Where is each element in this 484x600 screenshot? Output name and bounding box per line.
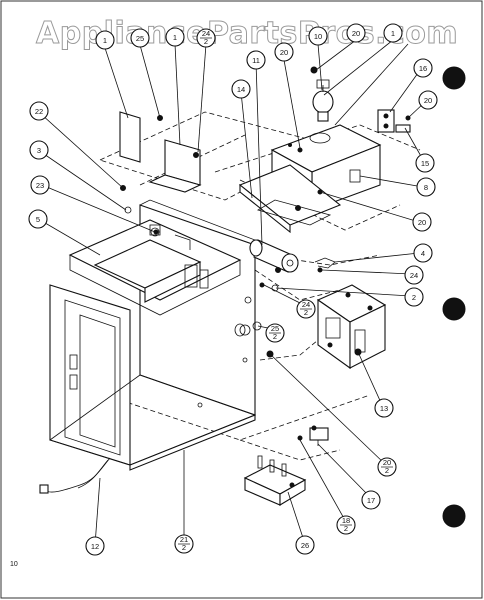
callout-10: 10 — [308, 26, 328, 46]
callout-1-lamp: 1 — [383, 23, 403, 43]
page-number: 10 — [10, 561, 18, 568]
part-lamp-bulb — [310, 66, 334, 122]
svg-text:14: 14 — [237, 85, 245, 94]
svg-text:5: 5 — [36, 215, 40, 224]
svg-text:12: 12 — [91, 542, 99, 551]
callout-23: 23 — [30, 175, 50, 195]
registration-dot-bottom — [442, 504, 466, 528]
svg-text:1: 1 — [103, 36, 107, 45]
callout-3: 3 — [29, 140, 49, 160]
callout-20-switch: 20 — [418, 90, 438, 110]
svg-text:24: 24 — [410, 271, 418, 280]
svg-text:2: 2 — [385, 466, 389, 475]
part-transformer — [316, 284, 387, 370]
callout-21-over-2: 21 2 — [174, 534, 194, 554]
callout-11: 11 — [246, 50, 266, 70]
callout-26: 26 — [295, 535, 315, 555]
callout-25-over-2: 25 2 — [265, 323, 285, 343]
callout-20-tray: 20 — [412, 212, 432, 232]
svg-text:2: 2 — [204, 37, 208, 46]
svg-text:22: 22 — [35, 107, 43, 116]
svg-text:21: 21 — [180, 535, 188, 544]
svg-text:16: 16 — [419, 64, 427, 73]
callout-20-top: 20 — [346, 23, 366, 43]
svg-text:18: 18 — [342, 516, 350, 525]
svg-text:20: 20 — [352, 29, 360, 38]
cabinet-housing — [49, 199, 257, 471]
leader-lines — [39, 39, 425, 546]
registration-dot-top — [442, 66, 466, 90]
svg-text:2: 2 — [182, 543, 186, 552]
callout-12: 12 — [85, 536, 105, 556]
callout-15: 15 — [415, 153, 435, 173]
callout-14: 14 — [231, 79, 251, 99]
svg-text:13: 13 — [380, 404, 388, 413]
callout-13: 13 — [374, 398, 394, 418]
callout-2: 2 — [404, 287, 424, 307]
svg-text:23: 23 — [36, 181, 44, 190]
registration-dot-middle — [442, 297, 466, 321]
callout-24-over-2-top: 24 2 — [196, 28, 216, 48]
callout-1: 1 — [95, 30, 115, 50]
part-capacitor — [249, 239, 299, 273]
callout-24-over-2-mid: 24 2 — [296, 299, 316, 319]
svg-text:24: 24 — [202, 29, 210, 38]
svg-text:2: 2 — [273, 332, 277, 341]
svg-text:20: 20 — [280, 48, 288, 57]
callout-5: 5 — [28, 209, 48, 229]
part-bracket-top-left — [119, 111, 141, 163]
svg-text:20: 20 — [418, 218, 426, 227]
callout-4: 4 — [413, 243, 433, 263]
svg-text:2: 2 — [412, 293, 416, 302]
callout-1-bracket: 1 — [165, 27, 185, 47]
part-l-bracket — [148, 139, 202, 193]
svg-text:2: 2 — [304, 308, 308, 317]
svg-text:2: 2 — [344, 524, 348, 533]
callout-8: 8 — [416, 177, 436, 197]
callout-20-housing: 20 — [274, 42, 294, 62]
callout-24-clip: 24 — [404, 265, 424, 285]
svg-text:11: 11 — [252, 56, 260, 65]
callout-16: 16 — [413, 58, 433, 78]
part-terminal-block — [243, 455, 307, 506]
callout-22: 22 — [29, 101, 49, 121]
part-small-switch — [297, 425, 329, 446]
svg-text:4: 4 — [421, 249, 425, 258]
svg-text:20: 20 — [424, 96, 432, 105]
svg-text:26: 26 — [301, 541, 309, 550]
svg-text:25: 25 — [136, 34, 144, 43]
svg-text:1: 1 — [173, 33, 177, 42]
svg-text:17: 17 — [367, 496, 375, 505]
part-tray-bracket — [238, 164, 342, 234]
svg-text:3: 3 — [37, 146, 41, 155]
callout-17: 17 — [361, 490, 381, 510]
svg-text:20: 20 — [383, 458, 391, 467]
callout-25: 25 — [130, 28, 150, 48]
svg-text:1: 1 — [391, 29, 395, 38]
svg-text:10: 10 — [314, 32, 322, 41]
callout-20-over-2: 20 2 — [377, 457, 397, 477]
svg-text:25: 25 — [271, 324, 279, 333]
svg-text:15: 15 — [421, 159, 429, 168]
part-power-cord — [39, 457, 111, 494]
callout-18-over-2: 18 2 — [336, 515, 356, 535]
svg-text:24: 24 — [302, 300, 310, 309]
svg-text:8: 8 — [424, 183, 428, 192]
